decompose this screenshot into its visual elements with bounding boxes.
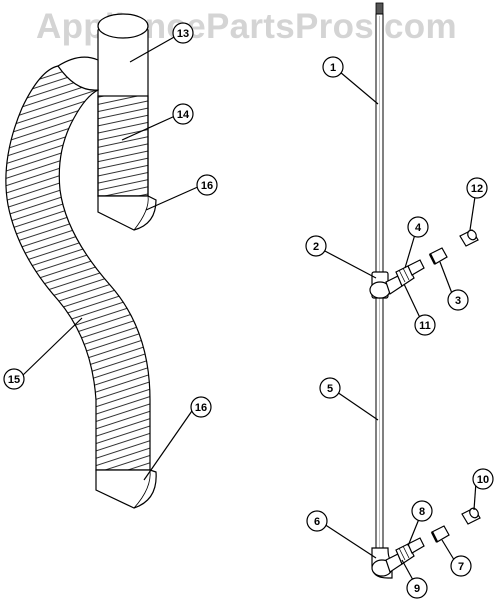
svg-text:16: 16	[195, 402, 207, 414]
callout-4: 4	[407, 216, 429, 238]
short-ribbed-section	[97, 95, 149, 197]
svg-text:10: 10	[477, 474, 489, 486]
upper-sleeve	[428, 247, 448, 265]
long-hose-cuff	[95, 469, 157, 509]
upper-ferrule	[407, 259, 425, 276]
callout-13: 13	[172, 22, 194, 44]
svg-text:8: 8	[419, 506, 425, 518]
callout-16-bottom: 16	[190, 396, 212, 418]
callout-10: 10	[472, 468, 494, 490]
svg-text:16: 16	[201, 180, 213, 192]
water-pipe-assembly	[369, 2, 481, 579]
callout-3: 3	[447, 289, 469, 311]
svg-text:14: 14	[177, 109, 190, 121]
svg-text:9: 9	[414, 583, 420, 595]
callout-8: 8	[411, 500, 433, 522]
callouts: 1 2 3 4 5 6 7 8 9 10 11 12 13 14 15 16 1…	[3, 22, 494, 599]
callout-11: 11	[414, 314, 436, 336]
pipe-threaded-end	[375, 2, 384, 16]
svg-text:13: 13	[177, 28, 189, 40]
callout-12: 12	[466, 177, 488, 199]
callout-15: 15	[3, 368, 25, 390]
callout-6: 6	[306, 510, 328, 532]
upper-nut	[395, 265, 415, 287]
svg-text:3: 3	[455, 295, 461, 307]
callout-1: 1	[322, 56, 344, 78]
svg-text:4: 4	[415, 222, 422, 234]
short-tube-cuff	[97, 195, 157, 231]
svg-text:1: 1	[330, 62, 336, 74]
callout-2: 2	[305, 235, 327, 257]
svg-text:2: 2	[313, 241, 319, 253]
lower-elbow-fitting	[371, 547, 403, 579]
callout-5: 5	[319, 377, 341, 399]
callout-9: 9	[406, 577, 428, 599]
leader-lines	[21, 35, 477, 581]
svg-text:15: 15	[8, 374, 20, 386]
callout-16-top: 16	[196, 174, 218, 196]
lower-nut	[395, 543, 415, 565]
callout-7: 7	[450, 555, 472, 577]
svg-text:12: 12	[471, 183, 483, 195]
hose-assembly	[5, 13, 157, 509]
lower-cap	[461, 507, 481, 525]
upper-cap	[459, 229, 479, 247]
svg-text:5: 5	[327, 383, 333, 395]
svg-text:7: 7	[458, 561, 464, 573]
callout-14: 14	[172, 103, 194, 125]
lower-sleeve	[430, 525, 450, 543]
upper-tee-fitting	[369, 271, 403, 299]
svg-text:11: 11	[419, 320, 431, 332]
svg-text:6: 6	[314, 516, 320, 528]
lower-ferrule	[407, 537, 425, 554]
